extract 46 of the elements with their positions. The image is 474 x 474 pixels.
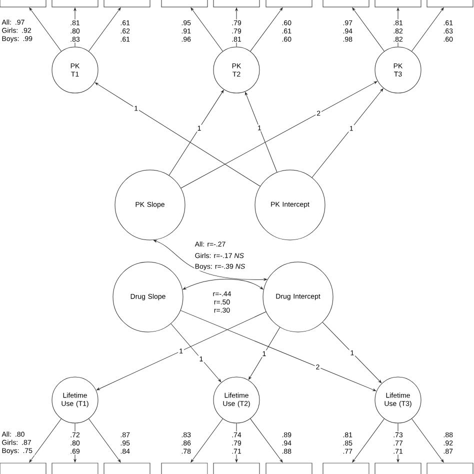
indicator-box — [266, 0, 312, 8]
indicator-box — [374, 462, 422, 474]
arrow — [88, 8, 121, 52]
arrow — [95, 82, 260, 186]
arrow — [29, 8, 62, 52]
indicator-box — [161, 462, 208, 474]
arrow — [396, 423, 400, 462]
indicator-box — [426, 0, 474, 8]
arrow — [96, 312, 266, 390]
arrow — [168, 90, 224, 176]
arrow — [245, 92, 278, 172]
indicator-box — [161, 0, 208, 8]
indicator-box — [104, 462, 150, 474]
arrow — [312, 88, 384, 178]
arrow — [74, 423, 76, 462]
indicator-box — [374, 0, 422, 8]
arrow — [250, 8, 283, 52]
arrow — [180, 310, 376, 392]
indicator-box — [322, 462, 370, 474]
arrow — [352, 418, 385, 462]
arrow — [190, 418, 224, 462]
indicator-box — [52, 462, 98, 474]
arrow — [235, 8, 238, 47]
indicator-box — [322, 0, 370, 8]
arrow — [412, 8, 444, 52]
arrow — [29, 418, 62, 462]
indicator-box — [0, 0, 46, 8]
indicator-box — [0, 462, 46, 474]
arrow — [248, 327, 280, 380]
arrow — [180, 81, 378, 188]
arrow — [352, 8, 385, 52]
indicator-box — [213, 0, 260, 8]
indicator-box — [104, 0, 150, 8]
indicator-box — [266, 462, 312, 474]
arrow — [170, 324, 222, 382]
arrow — [412, 418, 444, 462]
arrow — [250, 418, 283, 462]
indicator-box — [52, 0, 98, 8]
indicator-box — [213, 462, 260, 474]
arrow — [182, 278, 264, 290]
indicator-box — [426, 462, 474, 474]
arrow — [190, 8, 224, 52]
arrow — [322, 322, 382, 384]
arrow — [235, 423, 238, 462]
arrow — [154, 240, 268, 281]
arrow — [88, 418, 121, 462]
